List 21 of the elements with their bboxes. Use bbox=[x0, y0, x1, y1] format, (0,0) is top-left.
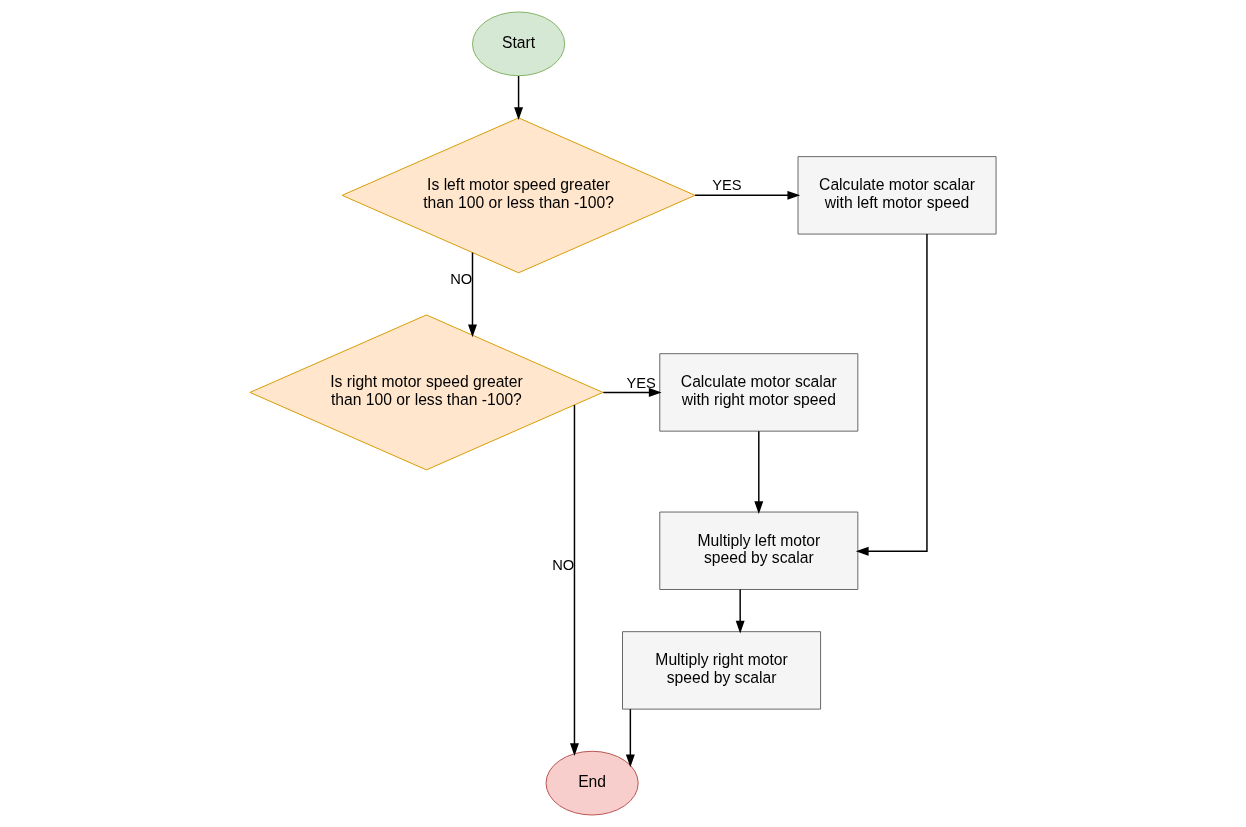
arrow bbox=[855, 233, 928, 556]
node-box: Multiply left motor speed by scalar bbox=[659, 511, 859, 590]
arrow bbox=[625, 708, 635, 768]
edge-label: YES bbox=[626, 374, 656, 391]
node-ellipse: End bbox=[545, 750, 639, 816]
arrow bbox=[694, 190, 801, 200]
edge-label: YES bbox=[712, 177, 742, 194]
arrow bbox=[735, 588, 745, 634]
node-diamond: Is right motor speed greater than 100 or less than -100? bbox=[249, 314, 604, 471]
edge-label: NO bbox=[450, 271, 473, 288]
arrow bbox=[570, 404, 579, 756]
edge-label: NO bbox=[552, 556, 575, 573]
arrow bbox=[602, 387, 662, 397]
node-diamond: Is left motor speed greater than 100 or less than -100? bbox=[341, 117, 696, 274]
arrow bbox=[514, 75, 524, 120]
arrow bbox=[754, 430, 764, 515]
arrow bbox=[468, 251, 477, 338]
node-box: Multiply right motor speed by scalar bbox=[622, 631, 822, 710]
node-ellipse: Start bbox=[472, 11, 566, 77]
node-box: Calculate motor scalar with right motor speed bbox=[659, 353, 859, 432]
node-box: Calculate motor scalar with left motor speed bbox=[797, 156, 997, 235]
